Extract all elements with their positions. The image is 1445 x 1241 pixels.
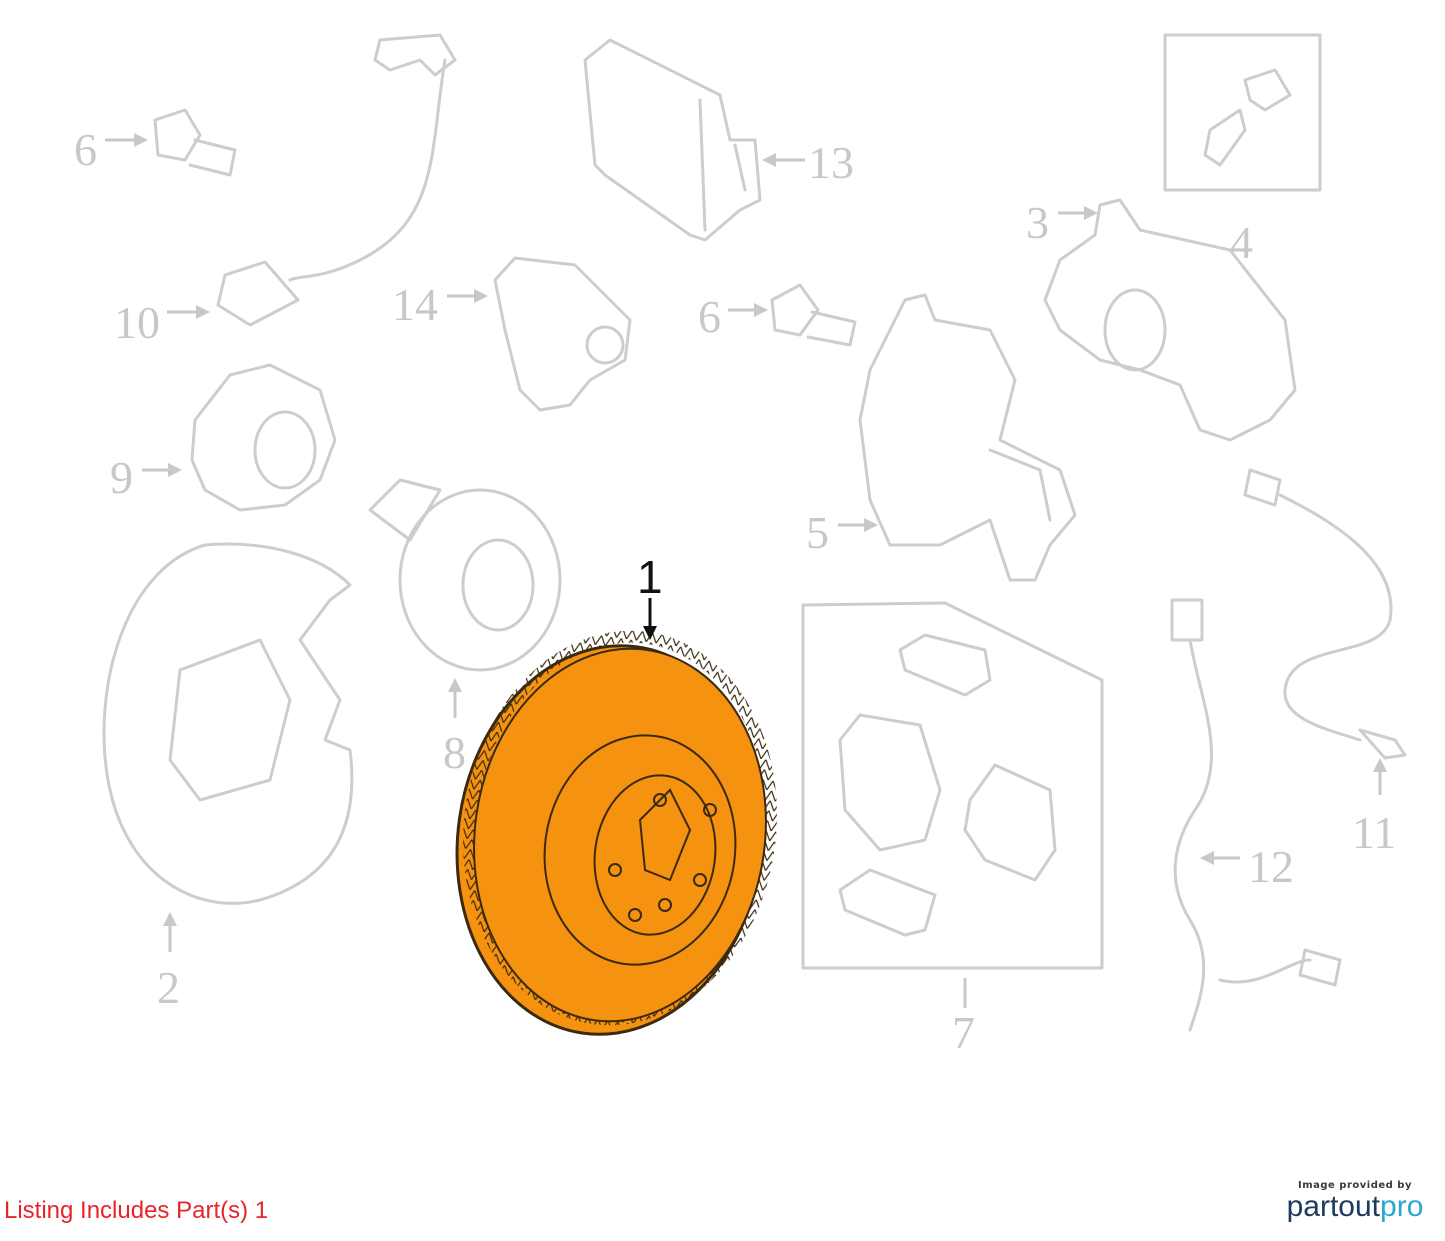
part-6-bolt-left <box>153 108 237 177</box>
callout-2-label: 2 <box>157 962 180 1013</box>
part-10-sensor-cable <box>216 33 457 327</box>
callout-11: 11 <box>1352 758 1396 858</box>
callout-5: 5 <box>806 507 878 558</box>
callout-3: 3 <box>1026 197 1098 248</box>
part-5-carrier <box>858 293 1077 582</box>
callout-2: 2 <box>157 912 180 1013</box>
partoutpro-logo: Image provided by partoutpro <box>1280 1180 1430 1223</box>
part-2-dust-shield <box>102 542 354 905</box>
callout-14: 14 <box>392 279 488 330</box>
callout-10-label: 10 <box>114 297 160 348</box>
part-12-abs-sensor <box>1170 598 1342 1032</box>
brand-wordmark-part2: pro <box>1380 1190 1424 1223</box>
part-1-brake-rotor <box>455 630 777 1036</box>
callout-3-label: 3 <box>1026 197 1049 248</box>
callout-1-label: 1 <box>637 551 663 603</box>
callout-6b: 6 <box>698 291 768 342</box>
callout-6b-label: 6 <box>698 291 721 342</box>
callout-7: 7 <box>952 978 975 1058</box>
part-8-hub <box>368 478 562 672</box>
callout-6a: 6 <box>74 124 148 175</box>
part-3-caliper <box>1043 198 1297 442</box>
part-13-module <box>583 38 762 242</box>
part-9-bearing <box>190 363 337 512</box>
part-11-brake-hose <box>1243 468 1407 760</box>
part-7-pad-kit <box>801 601 1104 970</box>
callout-7-label: 7 <box>952 1007 975 1058</box>
callout-6a-label: 6 <box>74 124 97 175</box>
callout-13: 13 <box>762 137 854 188</box>
callout-5-label: 5 <box>806 507 829 558</box>
callout-4-label: 4 <box>1230 217 1253 268</box>
callout-12: 12 <box>1200 841 1294 892</box>
listing-note: Listing Includes Part(s) 1 <box>4 1197 269 1224</box>
callout-12-label: 12 <box>1248 841 1294 892</box>
callout-1: 1 <box>637 551 663 640</box>
callout-10: 10 <box>114 297 210 348</box>
part-14-bracket <box>493 256 632 412</box>
callout-8: 8 <box>443 678 466 778</box>
callout-9-label: 9 <box>110 452 133 503</box>
brand-wordmark-part1: partout <box>1286 1190 1381 1223</box>
callout-9: 9 <box>110 452 182 503</box>
brand-wordmark: partoutpro <box>1280 1191 1430 1223</box>
callout-13-label: 13 <box>808 137 854 188</box>
callout-14-label: 14 <box>392 279 438 330</box>
brand-caption: Image provided by <box>1298 1180 1412 1191</box>
part-4-bleeder-kit <box>1163 33 1322 192</box>
callout-11-label: 11 <box>1352 807 1396 858</box>
callout-8-label: 8 <box>443 727 466 778</box>
part-6-bolt-middle <box>770 283 857 347</box>
